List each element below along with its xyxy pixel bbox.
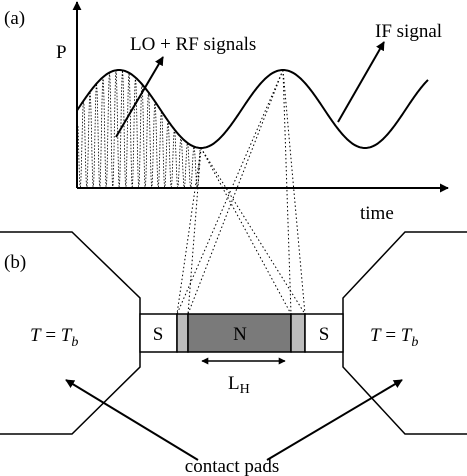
y-axis-label: P bbox=[56, 42, 67, 63]
interface-left bbox=[176, 313, 189, 353]
lo-rf-pointer bbox=[115, 56, 164, 138]
right-temperature: T = Tb bbox=[370, 325, 418, 350]
projection-line bbox=[200, 147, 292, 315]
left-temperature: T = Tb bbox=[30, 325, 78, 350]
panel-b: (b) T = Tb T = Tb S N S LH contact pads bbox=[0, 231, 467, 476]
projection-line bbox=[282, 69, 292, 315]
panel-a: (a) P time LO + RF signals IF signal bbox=[4, 1, 449, 224]
if-annotation: IF signal bbox=[375, 21, 442, 42]
if-signal bbox=[76, 69, 429, 149]
normal-metal-label: N bbox=[233, 324, 247, 345]
contact-pad-pointer-left bbox=[65, 379, 199, 461]
if-pointer bbox=[337, 41, 385, 123]
projection-line bbox=[282, 69, 306, 315]
length-label: LH bbox=[228, 373, 250, 397]
projection-line bbox=[187, 147, 202, 315]
superconductor-right-label: S bbox=[319, 324, 330, 345]
projection-line bbox=[187, 69, 284, 315]
projection-lines bbox=[176, 69, 306, 315]
contact-pad-pointer-right bbox=[266, 379, 403, 461]
x-axis-label: time bbox=[360, 203, 394, 224]
lo-rf-annotation: LO + RF signals bbox=[130, 34, 256, 55]
panel-a-label: (a) bbox=[4, 8, 25, 29]
superconductor-right bbox=[304, 313, 344, 353]
lo-rf-signal bbox=[77, 70, 202, 188]
panel-b-label: (b) bbox=[4, 252, 26, 273]
superconductor-left-label: S bbox=[153, 324, 164, 345]
contact-pads-label: contact pads bbox=[185, 456, 279, 476]
projection-line bbox=[200, 147, 306, 315]
projection-line bbox=[176, 69, 284, 315]
projection-line bbox=[176, 147, 202, 315]
interface-right bbox=[290, 313, 306, 353]
